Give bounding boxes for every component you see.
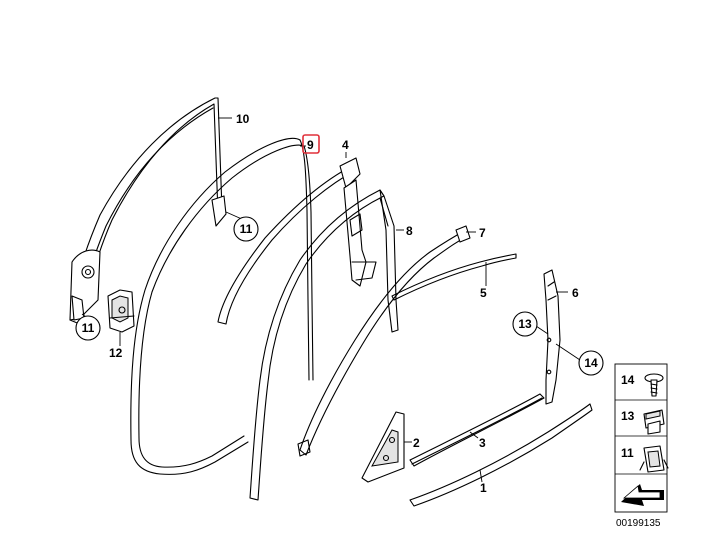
highlight-box-9 [302,134,320,154]
leader-lines [81,117,581,483]
part-8-outer-channel[interactable] [249,189,399,501]
part-12-bracket[interactable] [107,289,135,333]
callout-4: 4 [342,138,349,152]
screw-icon [644,373,664,397]
part-3-inner-belt[interactable] [409,393,545,467]
legend-row-13[interactable]: 13 [621,409,665,435]
svg-text:14: 14 [621,373,635,387]
legend-row-11[interactable]: 11 [621,445,669,473]
circled-callout-11-lower: 11 [75,315,101,341]
circled-callout-13: 13 [512,311,538,337]
callout-1: 1 [480,481,487,495]
callout-6: 6 [572,286,579,300]
callout-8: 8 [406,224,413,238]
svg-text:13: 13 [518,317,532,331]
svg-text:11: 11 [621,446,634,460]
part-10-frame-seal[interactable] [69,97,227,326]
callout-10: 10 [236,112,250,126]
part-6-pillar-trim[interactable] [543,269,561,405]
legend-row-14[interactable]: 14 [621,373,664,397]
svg-text:14: 14 [584,356,598,370]
callout-9[interactable]: 9 [307,138,314,152]
part-7-channel-seal[interactable] [297,225,471,457]
callout-2: 2 [413,436,420,450]
small-parts-legend: 14 13 11 [614,363,669,513]
circled-callout-14: 14 [578,350,604,376]
svg-text:11: 11 [240,222,253,236]
arrow-symbol-icon [621,484,664,506]
callout-3: 3 [479,436,486,450]
retainer-clip-icon [639,445,669,473]
svg-text:11: 11 [82,321,95,335]
part-2-mirror-triangle[interactable] [361,411,405,483]
clip-nut-icon [643,409,665,435]
part-4-window-guide[interactable] [217,157,377,325]
part-5-belt-molding[interactable] [391,253,517,301]
drawing-id: 00199135 [616,518,661,529]
svg-text:13: 13 [621,409,635,423]
circled-callout-11-upper: 11 [233,216,259,242]
callout-5: 5 [480,286,487,300]
callout-7: 7 [479,226,486,240]
part-1-lower-strip[interactable] [409,403,593,507]
part-9-door-seal[interactable] [130,137,314,475]
callout-12: 12 [109,346,123,360]
